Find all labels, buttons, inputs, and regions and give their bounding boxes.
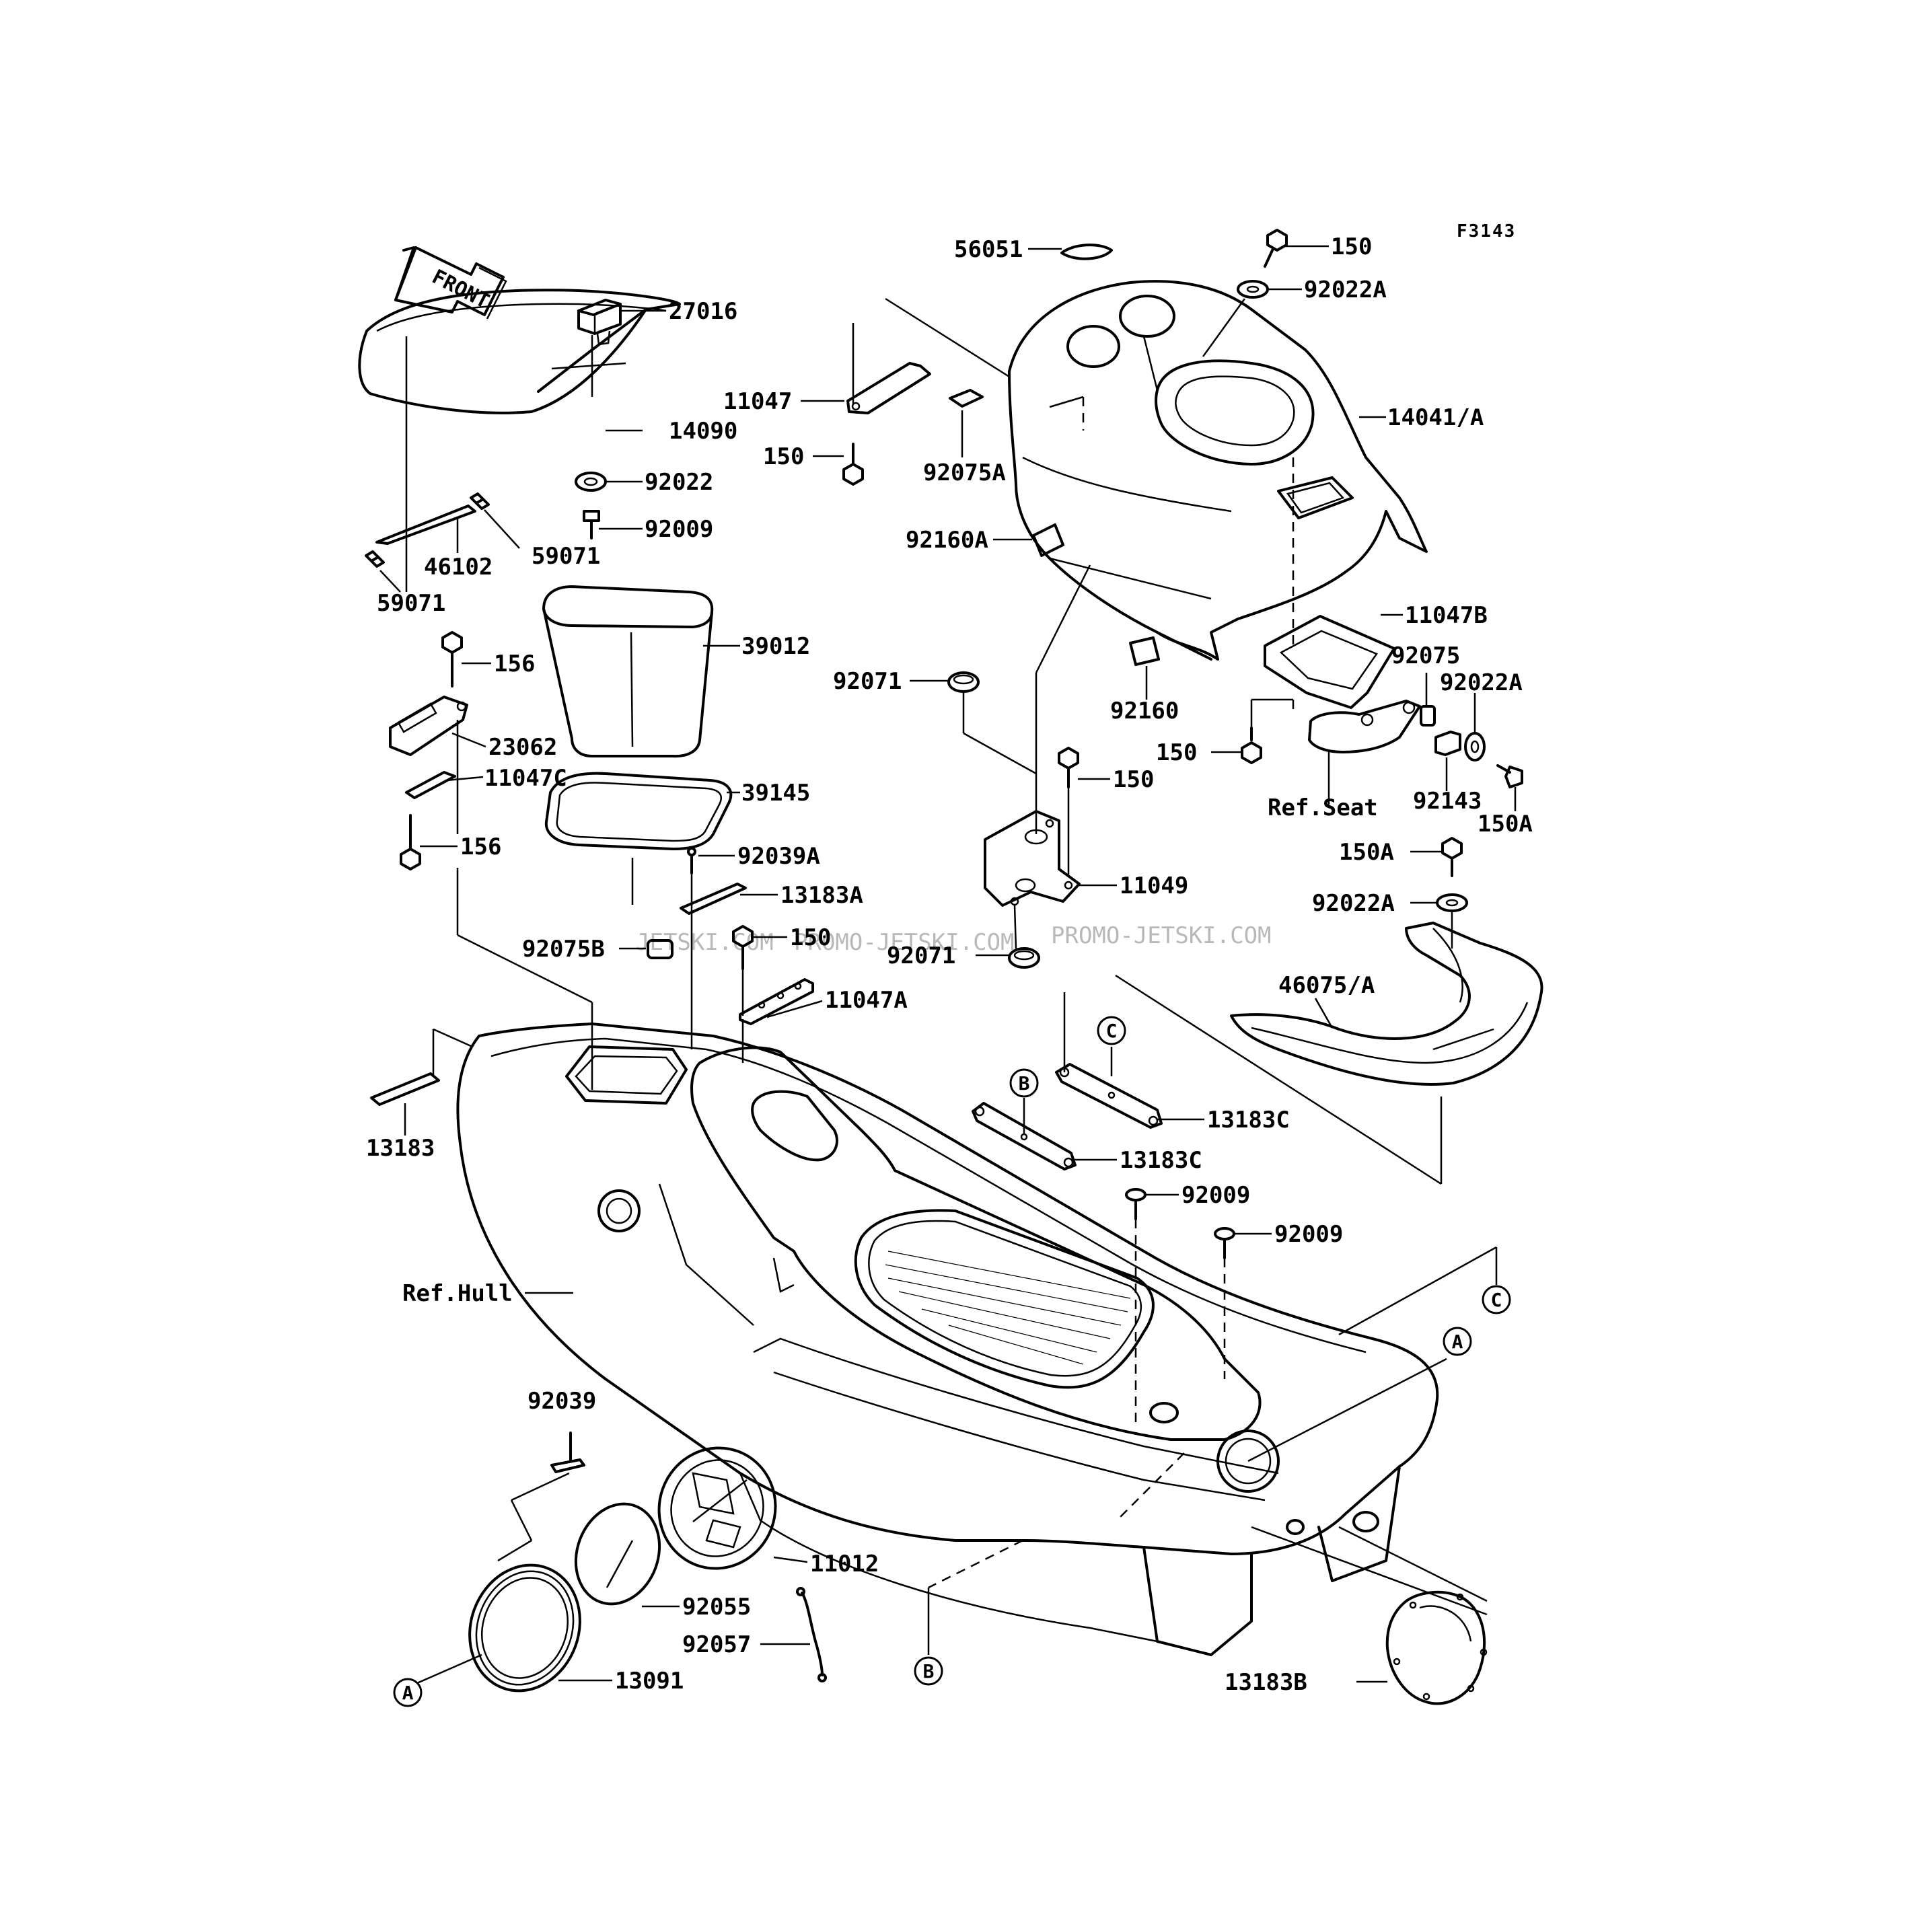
seat-recess-hatching [885,1251,1131,1365]
callout-A-lower: A [393,1678,423,1707]
label-11049: 11049 [1120,872,1188,899]
label-150A-b: 150A [1339,839,1394,866]
hull-drawing [456,1023,1439,1656]
label-92009-b: 92009 [1181,1182,1250,1209]
label-92075: 92075 [1391,642,1460,669]
label-156-b: 156 [460,833,501,860]
watermark-3: PROMO-JETSKI.COM [1051,922,1272,949]
label-92160: 92160 [1110,698,1179,724]
label-13183B: 13183B [1225,1669,1307,1696]
svg-text:B: B [1019,1072,1030,1094]
bolt-150A-a [1496,764,1523,788]
figure-code: F3143 [1457,221,1516,241]
label-92022A-b: 92022A [1440,669,1523,696]
label-39012: 39012 [741,633,810,660]
label-150-b: 150 [1156,739,1197,766]
callout-C-upper: C [1097,1016,1126,1045]
callout-A-right: A [1443,1327,1472,1356]
label-13183C-a: 13183C [1207,1107,1290,1134]
label-46075A: 46075/A [1278,972,1375,999]
label-92022: 92022 [645,469,713,496]
gasket-39145 [544,772,733,850]
label-39145: 39145 [741,780,810,807]
label-92055: 92055 [682,1594,751,1621]
label-14041A: 14041/A [1387,404,1484,431]
cap-27016-drawing [577,299,622,346]
label-92022A-c: 92022A [1312,890,1395,917]
bolt-150-b [1241,727,1262,764]
spring-59071-b [365,550,385,568]
label-11047: 11047 [723,388,792,415]
label-13183A: 13183A [780,882,863,909]
latch-23062 [389,696,468,756]
watermark-2: PROMO-JETSKI.COM [794,929,1015,956]
svg-text:C: C [1491,1289,1502,1311]
part-labels: 56051 150 92022A 27016 11047 14041/A 140… [366,233,1533,1696]
label-150-d: 150 [790,924,831,951]
screw-92009-c [1214,1227,1235,1259]
storage-bin-39012 [542,585,714,758]
callout-B-upper: B [1009,1068,1039,1098]
svg-text:B: B [923,1660,935,1682]
label-11047C: 11047C [484,765,567,792]
label-23062: 23062 [488,734,557,761]
label-156-a: 156 [494,651,535,677]
label-13183C-b: 13183C [1120,1147,1202,1174]
label-92071-a: 92071 [833,668,902,695]
callout-B-lower: B [914,1656,943,1686]
engine-hood-drawing [1008,280,1428,661]
bolt-156-a [441,631,463,688]
grab-handle-46075A [1230,922,1543,1086]
svg-text:C: C [1106,1020,1118,1042]
label-92009-a: 92009 [645,516,713,543]
label-150-top: 150 [1331,233,1372,260]
label-92009-c: 92009 [1274,1221,1343,1248]
screw-92009-b [1125,1188,1147,1220]
label-14090: 14090 [669,418,737,445]
bolt-150A-b [1441,837,1463,877]
label-92022A-top: 92022A [1304,276,1387,303]
label-59071-b: 59071 [377,590,445,617]
bolt-156-b [400,814,421,870]
callout-C-right: C [1482,1285,1511,1314]
label-92057: 92057 [682,1631,751,1658]
bolt-150-d [732,925,754,970]
label-59071-a: 59071 [532,543,600,570]
spring-59071-a [470,492,490,510]
label-ref-hull: Ref.Hull [402,1280,513,1307]
label-92039A: 92039A [737,843,820,870]
label-92143: 92143 [1413,788,1482,815]
retaining-ring-13183B [1385,1590,1488,1705]
front-seat-drawing [358,289,681,414]
label-ref-seat: Ref.Seat [1268,794,1378,821]
label-11047B: 11047B [1405,602,1488,629]
label-13183: 13183 [366,1135,435,1162]
bolt-150-a [842,443,864,486]
label-92160A: 92160A [906,527,988,554]
label-11012: 11012 [810,1551,879,1577]
label-27016: 27016 [669,298,737,325]
label-46102: 46102 [424,554,493,581]
hatch-ring-13091 [468,1563,581,1693]
label-92075A: 92075A [923,459,1006,486]
label-150-c: 150 [1113,766,1154,793]
label-92071-b: 92071 [887,942,955,969]
label-92075B: 92075B [522,936,605,963]
bolt-150-top [1264,229,1288,268]
bolt-150-c [1058,747,1079,788]
label-92039: 92039 [527,1388,596,1415]
label-150A-a: 150A [1478,811,1533,838]
svg-text:A: A [1452,1331,1463,1353]
front-arrow-icon: FRONT [394,246,507,320]
label-13091: 13091 [615,1668,684,1695]
label-11047A: 11047A [825,987,908,1014]
screw-92009-a [583,510,600,540]
label-150-a: 150 [763,443,804,470]
hatch-cover-11012 [657,1446,777,1570]
svg-text:A: A [402,1682,414,1704]
label-56051: 56051 [954,236,1023,263]
